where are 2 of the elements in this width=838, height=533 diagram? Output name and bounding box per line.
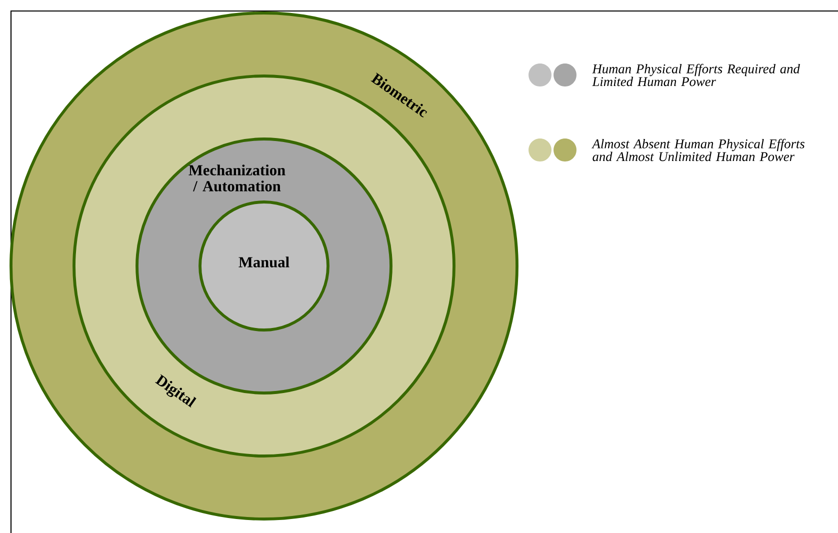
legend-text: Almost Absent Human Physical Efforts and Almost Unlimited Human Power (592, 138, 804, 162)
legend-text: Human Physical Efforts Required and Limited Human Power (592, 64, 800, 86)
